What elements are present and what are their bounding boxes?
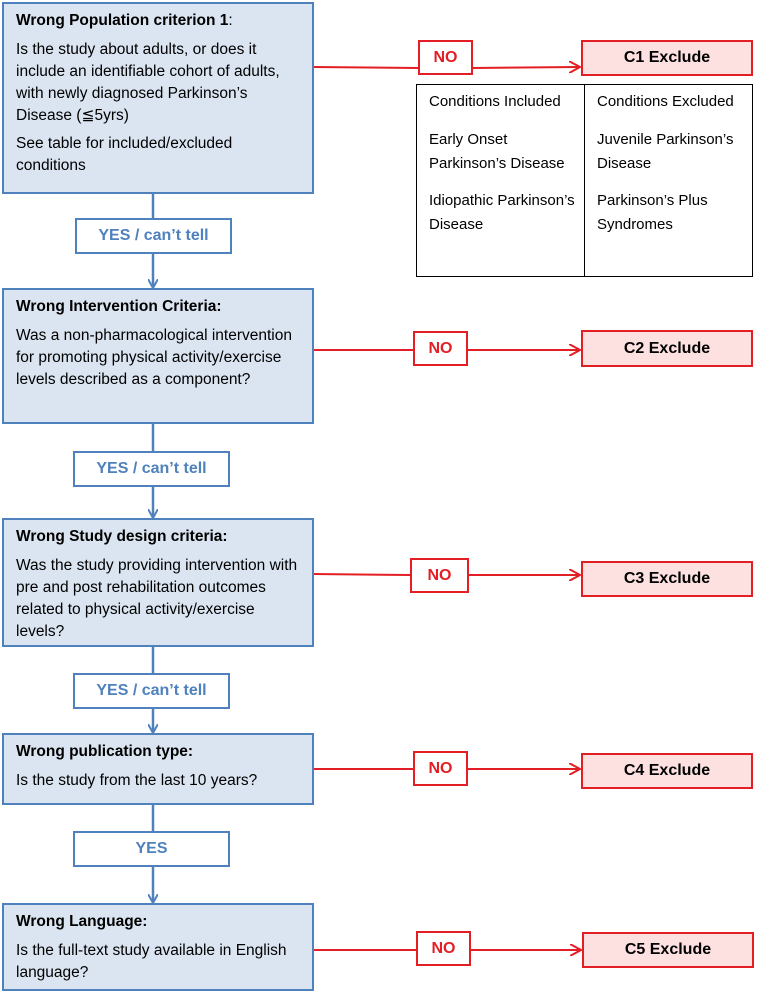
criterion-title: Wrong Language: xyxy=(16,913,148,930)
conditions-included-header: Conditions Included xyxy=(429,93,561,110)
excluded-condition: Parkinson’s Plus Syndromes xyxy=(597,192,708,233)
yes-label-2: YES / can’t tell xyxy=(73,451,230,487)
exclude-box-c2: C2 Exclude xyxy=(581,330,753,367)
criterion-question: Is the study about adults, or does it in… xyxy=(16,41,280,124)
criterion-question: Is the study from the last 10 years? xyxy=(16,772,258,789)
criterion-box-population: Wrong Population criterion 1: Is the stu… xyxy=(2,2,314,194)
criterion-title: Wrong Study design criteria: xyxy=(16,528,228,545)
no-line-3a xyxy=(312,573,411,576)
exclude-box-c4: C4 Exclude xyxy=(581,753,753,789)
criterion-title: Wrong publication type: xyxy=(16,743,194,760)
exclude-box-c3: C3 Exclude xyxy=(581,561,753,597)
criterion-question: Was a non-pharmacological intervention f… xyxy=(16,327,292,388)
criterion-question: Is the full-text study available in Engl… xyxy=(16,942,287,981)
conditions-excluded-header: Conditions Excluded xyxy=(597,93,734,110)
criterion-box-study-design: Wrong Study design criteria: Was the stu… xyxy=(2,518,314,647)
conditions-table: Conditions Included Early Onset Parkinso… xyxy=(416,84,753,277)
criterion-note: See table for included/excluded conditio… xyxy=(16,135,233,174)
criterion-box-publication-type: Wrong publication type: Is the study fro… xyxy=(2,733,314,805)
no-label-1: NO xyxy=(418,40,473,75)
no-label-5: NO xyxy=(416,931,471,966)
exclude-box-c1: C1 Exclude xyxy=(581,40,753,76)
excluded-condition: Juvenile Parkinson’s Disease xyxy=(597,131,734,172)
yes-label-1: YES / can’t tell xyxy=(75,218,232,254)
criterion-question: Was the study providing intervention wit… xyxy=(16,557,298,640)
criterion-title: Wrong Population criterion 1: xyxy=(16,12,233,29)
criterion-box-intervention: Wrong Intervention Criteria: Was a non-p… xyxy=(2,288,314,424)
no-label-2: NO xyxy=(413,331,468,366)
included-condition: Idiopathic Parkinson’s Disease xyxy=(429,192,575,233)
included-condition: Early Onset Parkinson’s Disease xyxy=(429,131,565,172)
no-arrow-1 xyxy=(472,67,579,68)
no-label-4: NO xyxy=(413,751,468,786)
yes-label-4: YES xyxy=(73,831,230,867)
no-label-3: NO xyxy=(410,558,469,593)
conditions-excluded-column: Conditions Excluded Juvenile Parkinson’s… xyxy=(585,85,752,276)
yes-label-3: YES / can’t tell xyxy=(73,673,230,709)
criterion-box-language: Wrong Language: Is the full-text study a… xyxy=(2,903,314,991)
no-line-1a xyxy=(312,66,419,69)
criterion-title: Wrong Intervention Criteria: xyxy=(16,298,222,315)
conditions-included-column: Conditions Included Early Onset Parkinso… xyxy=(417,85,585,276)
exclude-box-c5: C5 Exclude xyxy=(582,932,754,968)
